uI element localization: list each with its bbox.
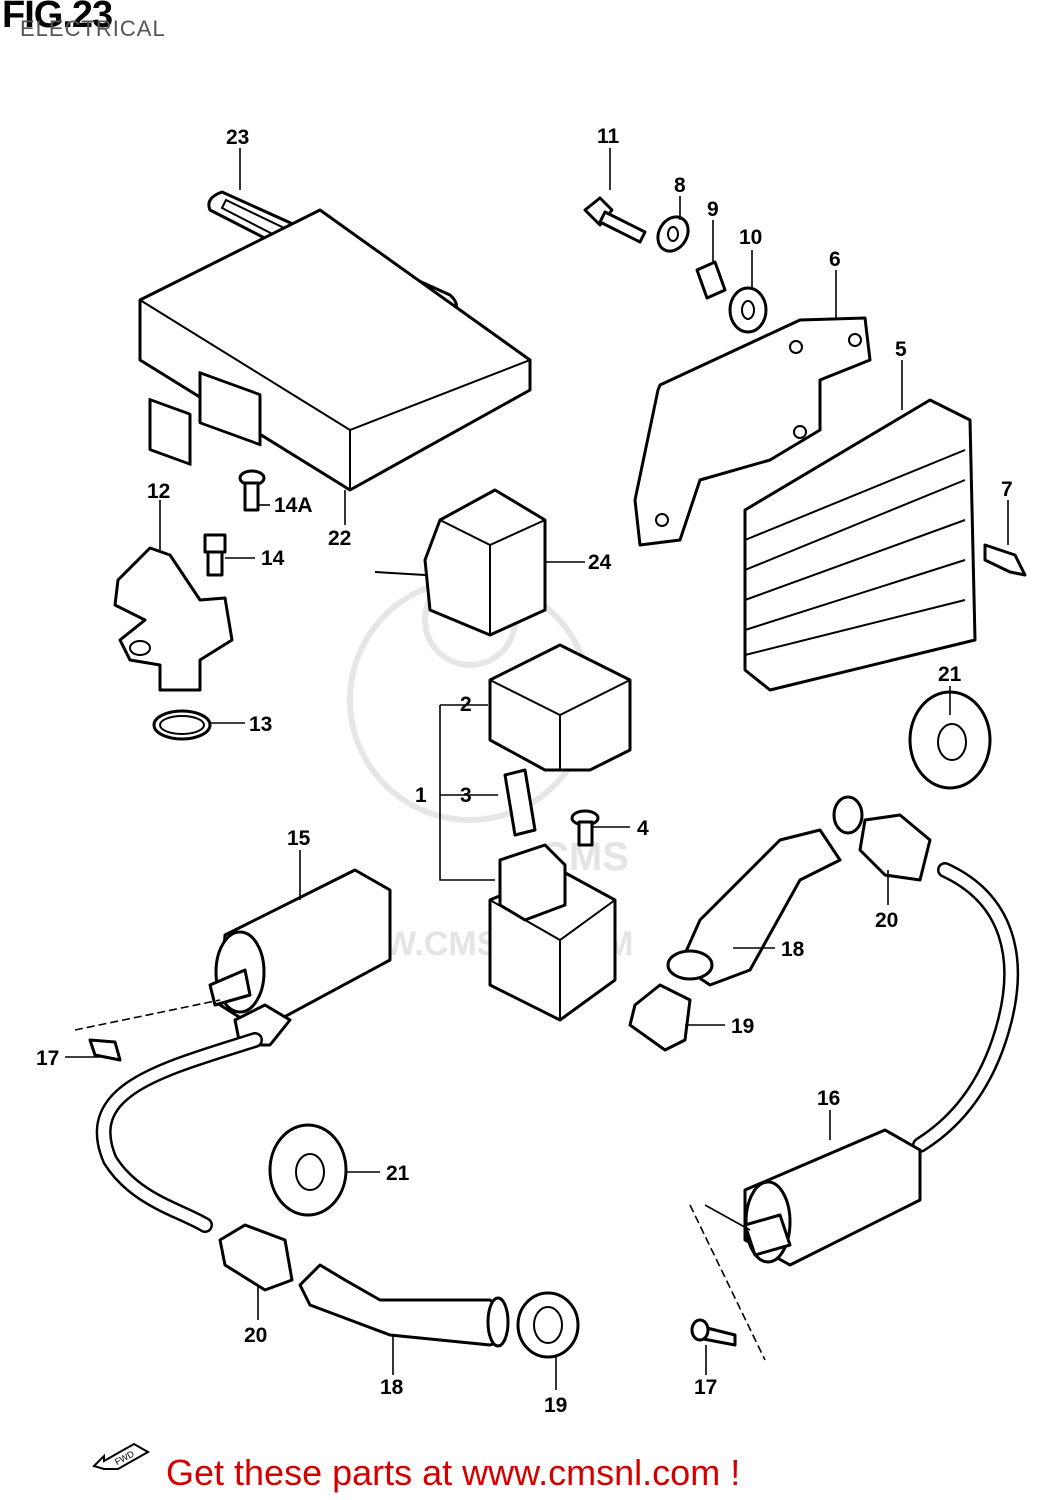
part-6-bracket[interactable] xyxy=(633,316,872,547)
callout-2: 2 xyxy=(460,693,472,716)
callout-8: 8 xyxy=(674,174,686,197)
callout-15: 15 xyxy=(287,827,311,850)
leader-lines xyxy=(65,148,1009,1390)
callout-14a: 14A xyxy=(274,494,313,517)
part-20-grommet-lower[interactable] xyxy=(218,1223,294,1292)
callout-11: 11 xyxy=(597,125,620,148)
callout-10: 10 xyxy=(739,226,762,249)
callout-17-upper: 17 xyxy=(36,1047,59,1070)
callout-4: 4 xyxy=(637,817,649,840)
callout-9: 9 xyxy=(707,198,719,221)
part-11-bolt[interactable] xyxy=(583,196,647,244)
callout-24: 24 xyxy=(588,551,612,574)
part-12-sensor[interactable] xyxy=(113,546,234,692)
part-8-washer[interactable] xyxy=(652,211,694,256)
part-19-cap-lower[interactable] xyxy=(516,1291,580,1359)
figure-number: FIG.23 xyxy=(2,0,113,36)
callout-21-lower: 21 xyxy=(386,1162,410,1185)
callout-labels: 23 11 8 9 10 6 5 7 12 14A 22 14 24 13 2 … xyxy=(36,125,1013,1417)
part-17-bolt-lower[interactable] xyxy=(690,1318,737,1347)
part-16-ignition-coil[interactable] xyxy=(743,1128,922,1267)
part-1-starter-relay[interactable] xyxy=(488,843,617,1022)
callout-1: 1 xyxy=(415,784,427,807)
part-21-grommet-lower[interactable] xyxy=(268,1123,348,1217)
part-21-grommet-upper[interactable] xyxy=(908,690,992,790)
part-18-plug-cap-lower[interactable] xyxy=(298,1263,510,1348)
callout-20-upper: 20 xyxy=(875,909,898,932)
callout-20-lower: 20 xyxy=(244,1324,267,1347)
callout-7: 7 xyxy=(1001,478,1013,501)
part-22-ecu[interactable] xyxy=(138,208,532,492)
part-14-bolt[interactable] xyxy=(203,533,227,577)
callout-17-lower: 17 xyxy=(694,1376,717,1399)
part-13-o-ring[interactable] xyxy=(152,709,212,741)
part-10-grommet[interactable] xyxy=(728,286,768,334)
callout-16: 16 xyxy=(817,1087,840,1110)
callout-18-lower: 18 xyxy=(380,1376,404,1399)
part-24-relay[interactable] xyxy=(374,488,547,637)
part-3-fuse[interactable] xyxy=(503,768,537,837)
callout-19-upper: 19 xyxy=(731,1015,754,1038)
callout-14: 14 xyxy=(261,547,285,570)
callout-3: 3 xyxy=(460,784,472,807)
part-20-grommet-upper[interactable] xyxy=(858,813,932,882)
part-2-cover[interactable] xyxy=(488,643,632,772)
fwd-arrow-icon: FWD xyxy=(92,1442,151,1470)
part-18-plug-cap-upper[interactable] xyxy=(666,795,864,987)
part-5-regulator[interactable] xyxy=(743,398,977,692)
get-parts-link[interactable]: Get these parts at www.cmsnl.com ! xyxy=(166,1452,741,1493)
callout-5: 5 xyxy=(895,338,907,361)
figure-section-title: ELECTRICAL xyxy=(20,16,166,41)
callout-12: 12 xyxy=(147,480,170,503)
callout-6: 6 xyxy=(829,248,841,271)
callout-23: 23 xyxy=(226,126,249,149)
part-19-cap-upper[interactable] xyxy=(628,983,692,1052)
part-14a-screw[interactable] xyxy=(238,469,266,512)
part-4-screw[interactable] xyxy=(570,809,600,847)
callout-19-lower: 19 xyxy=(544,1394,567,1417)
part-15-ignition-coil[interactable] xyxy=(208,868,392,1047)
callout-18-upper: 18 xyxy=(781,938,805,961)
part-9-collar[interactable] xyxy=(695,260,727,300)
callout-22: 22 xyxy=(328,527,351,550)
relay-group-bracket xyxy=(439,704,498,881)
callout-21-upper: 21 xyxy=(938,663,962,686)
callout-13: 13 xyxy=(249,713,272,736)
part-17-bolt-upper[interactable] xyxy=(88,1038,122,1062)
part-7-screw[interactable] xyxy=(983,543,1027,577)
